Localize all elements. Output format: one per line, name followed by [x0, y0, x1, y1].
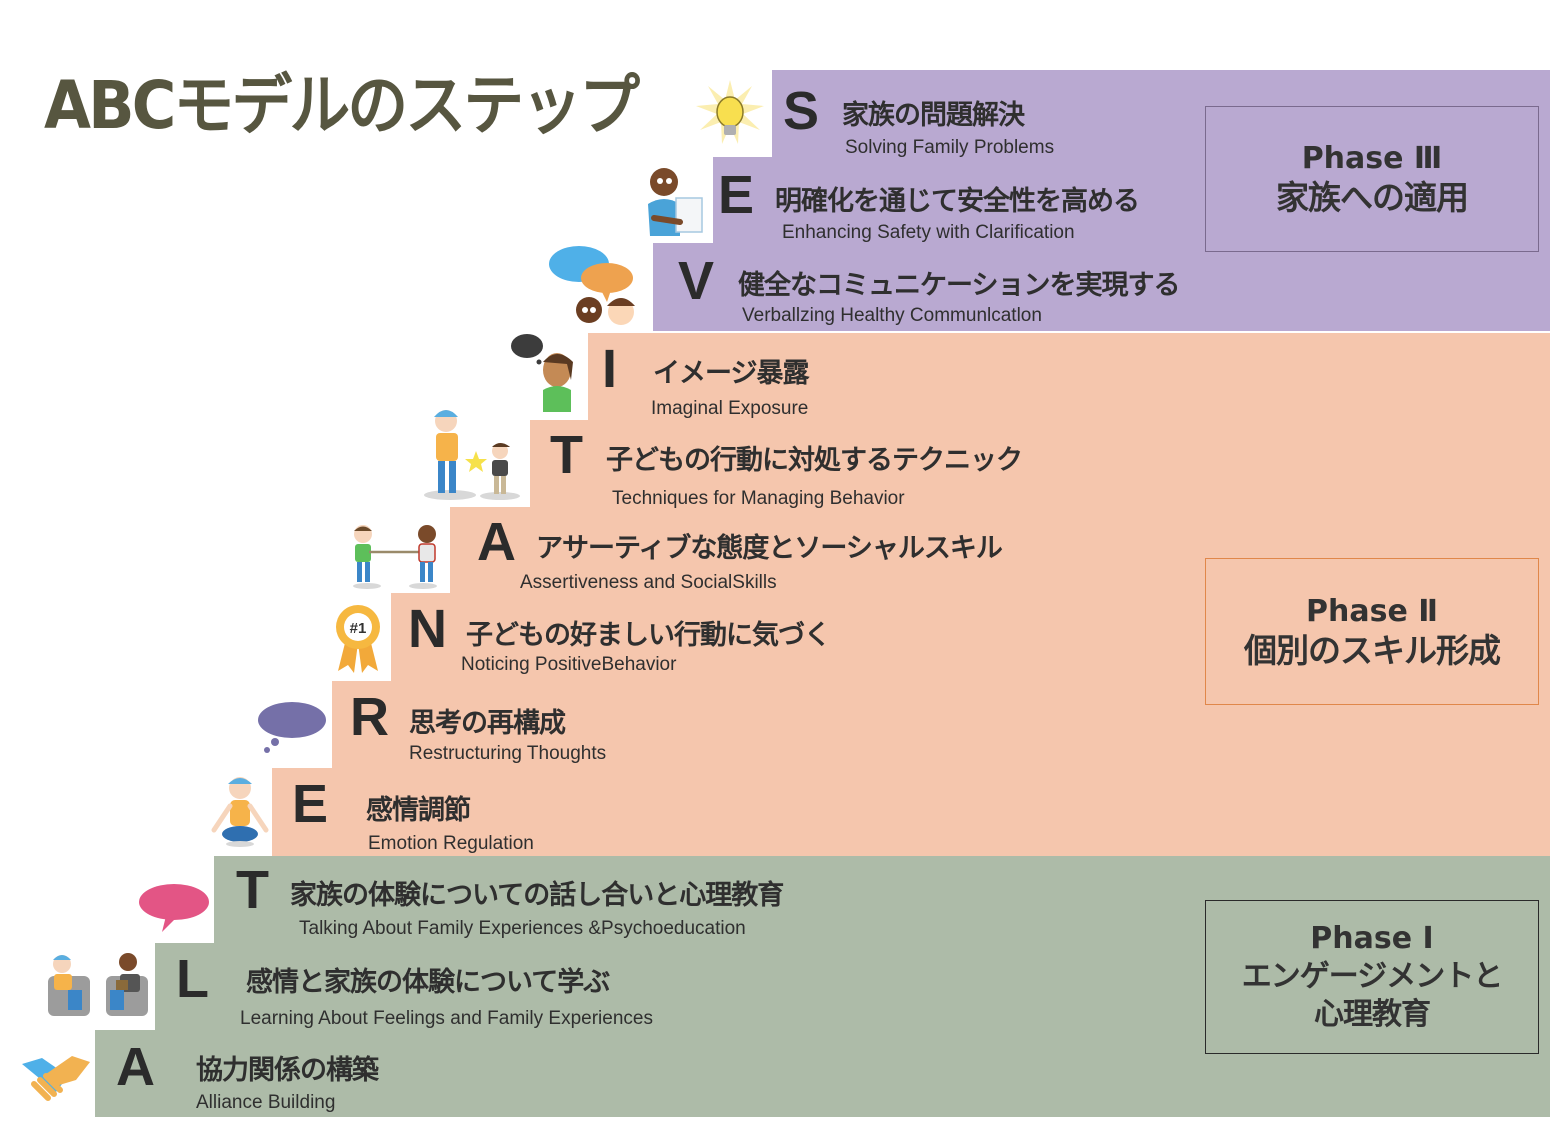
step-title-jp: アサーティブな態度とソーシャルスキル — [536, 533, 1003, 564]
step-bg-l — [155, 943, 1550, 1031]
step-bg-s — [772, 70, 1550, 158]
handshake-icon — [22, 1056, 90, 1101]
step-bg-e-emotion — [272, 768, 1550, 856]
pink-speech-bubble-icon — [139, 884, 209, 932]
step-title-jp: 子どもの好ましい行動に気づく — [466, 620, 831, 651]
speech-bubbles-kids-icon — [549, 246, 635, 325]
step-letter: A — [116, 1037, 155, 1097]
step-title-jp: 明確化を通じて安全性を高める — [775, 186, 1140, 217]
phase-1-box: Phase Ⅰ エンゲージメントと 心理教育 — [1205, 900, 1539, 1054]
child-reading-paper-icon — [648, 168, 703, 236]
step-title-jp: 感情調節 — [366, 795, 471, 826]
step-title-jp: 感情と家族の体験について学ぶ — [246, 967, 610, 998]
step-title-jp: 子どもの行動に対処するテクニック — [606, 445, 1023, 476]
step-letter: N — [408, 599, 447, 659]
phase-2-label: Phase Ⅱ — [1306, 593, 1438, 629]
step-bg-a-assertiveness — [450, 507, 1550, 594]
step-letter: V — [678, 251, 715, 311]
step-letter: E — [292, 774, 329, 834]
step-title-en: Solving Family Problems — [845, 137, 1055, 158]
step-title-en: Imaginal Exposure — [651, 398, 809, 419]
award-badge-text: #1 — [350, 620, 367, 637]
step-title-jp: 家族の問題解決 — [842, 100, 1025, 131]
step-title-en: Restructuring Thoughts — [409, 743, 607, 764]
step-bg-n — [391, 593, 1550, 682]
step-title-jp: 健全なコミュニケーションを実現する — [738, 270, 1180, 301]
tug-of-war-icon — [353, 525, 437, 589]
step-bg-t-techniques — [530, 420, 1550, 508]
step-bg-a-alliance — [95, 1030, 1550, 1117]
step-title-en: Emotion Regulation — [368, 833, 534, 854]
step-bg-i — [588, 333, 1550, 421]
parent-child-star-icon — [424, 410, 520, 500]
step-letter: L — [176, 949, 209, 1009]
phase-1-label: Phase Ⅰ — [1310, 921, 1434, 956]
phase-2-description: 個別のスキル形成 — [1244, 630, 1501, 670]
step-letter: S — [783, 81, 820, 141]
lightbulb-icon — [696, 80, 764, 144]
phase-3-label: Phase Ⅲ — [1301, 141, 1443, 176]
step-title-en: Verballzing Healthy Communlcatlon — [742, 305, 1042, 326]
step-letter: R — [350, 687, 389, 747]
thinking-girl-icon — [511, 334, 573, 412]
step-letter: T — [550, 425, 583, 485]
step-letter: T — [236, 860, 269, 920]
step-title-en: Assertiveness and SocialSkills — [520, 572, 777, 593]
step-title-jp: イメージ暴露 — [653, 358, 809, 389]
step-title-en: Techniques for Managing Behavior — [612, 488, 905, 509]
phase-1-description-line2: 心理教育 — [1314, 997, 1431, 1032]
step-letter: A — [477, 512, 516, 572]
step-letter: E — [718, 165, 755, 225]
step-bg-e-enhancing — [713, 157, 1550, 244]
step-title-jp: 協力関係の構築 — [196, 1055, 379, 1086]
step-title-en: Talking About Family Experiences &Psycho… — [299, 918, 746, 939]
step-title-jp: 家族の体験についての話し合いと心理教育 — [290, 880, 784, 911]
phase-1-description-line1: エンゲージメントと — [1241, 959, 1503, 994]
phase-3-box: Phase Ⅲ 家族への適用 — [1205, 106, 1539, 252]
step-title-en: Enhancing Safety with Clarification — [782, 222, 1075, 243]
counseling-session-icon — [48, 953, 148, 1016]
step-title-jp: 思考の再構成 — [409, 708, 566, 739]
thought-cloud-icon — [258, 702, 326, 753]
phase-3-description: 家族への適用 — [1276, 178, 1469, 217]
step-bg-v — [653, 243, 1550, 331]
step-bg-r — [332, 681, 1550, 769]
step-title-en: Learning About Feelings and Family Exper… — [240, 1008, 653, 1029]
step-title-en: Alliance Building — [196, 1092, 336, 1113]
step-title-en: Noticing PositiveBehavior — [461, 654, 677, 675]
step-letter: I — [602, 339, 618, 399]
award-ribbon-icon: #1 — [336, 605, 380, 673]
meditating-boy-icon — [211, 777, 269, 847]
page-title: ABCモデルのステップ — [44, 67, 640, 144]
phase-2-box: Phase Ⅱ 個別のスキル形成 — [1205, 558, 1539, 705]
